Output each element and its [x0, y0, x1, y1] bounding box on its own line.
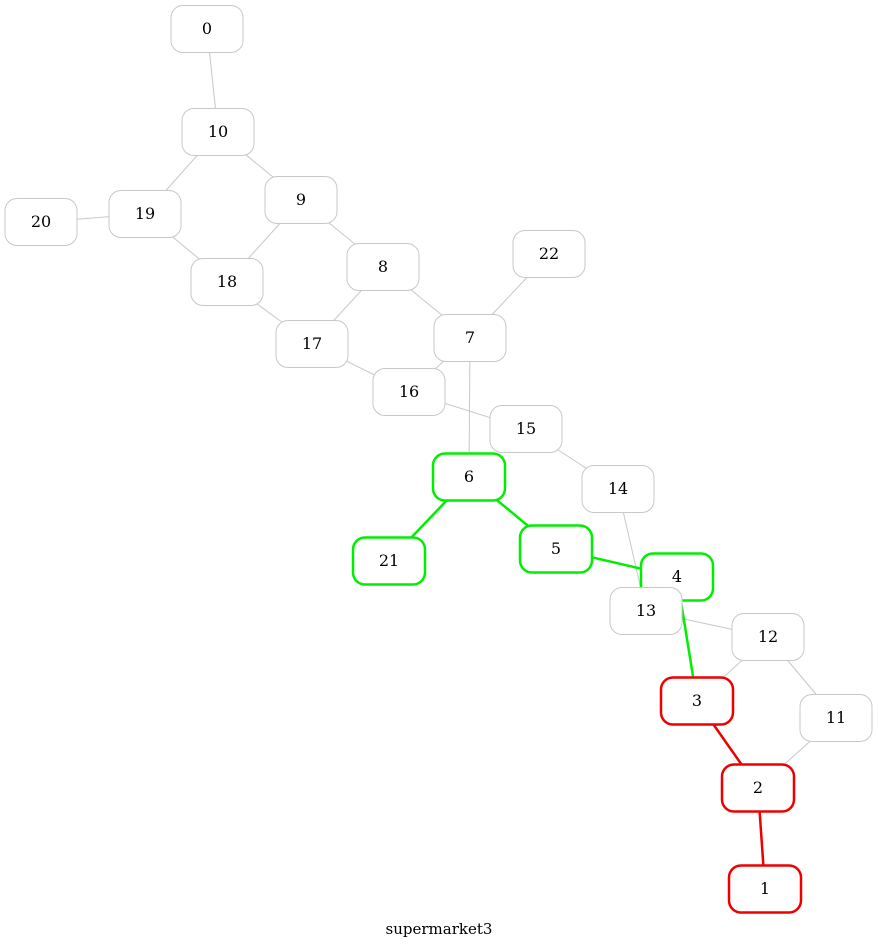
- node-label-18: 18: [217, 272, 237, 291]
- node-box-9: [264, 176, 338, 224]
- node-label-12: 12: [758, 627, 778, 646]
- node-box-3: [659, 676, 735, 726]
- node-15[interactable]: 15: [489, 405, 563, 453]
- node-label-0: 0: [202, 19, 212, 38]
- node-22[interactable]: 22: [512, 230, 586, 278]
- node-label-1: 1: [760, 879, 770, 898]
- node-14[interactable]: 14: [581, 465, 655, 513]
- node-1[interactable]: 1: [727, 864, 803, 914]
- node-2[interactable]: 2: [720, 763, 796, 813]
- node-label-7: 7: [465, 328, 475, 347]
- node-20[interactable]: 20: [4, 198, 78, 246]
- node-18[interactable]: 18: [190, 258, 264, 306]
- node-label-9: 9: [296, 190, 306, 209]
- node-box-16: [372, 368, 446, 416]
- node-box-17: [275, 320, 349, 368]
- node-box-18: [190, 258, 264, 306]
- node-10[interactable]: 10: [181, 108, 255, 156]
- node-6[interactable]: 6: [431, 452, 507, 502]
- node-label-5: 5: [551, 539, 561, 558]
- node-box-13: [609, 587, 683, 635]
- node-box-14: [581, 465, 655, 513]
- node-label-20: 20: [31, 212, 51, 231]
- node-box-12: [731, 613, 805, 661]
- graph-title: supermarket3: [386, 920, 493, 938]
- node-21[interactable]: 21: [351, 536, 427, 586]
- node-12[interactable]: 12: [731, 613, 805, 661]
- node-box-8: [346, 243, 420, 291]
- node-label-3: 3: [692, 691, 702, 710]
- node-label-17: 17: [302, 334, 322, 353]
- node-13[interactable]: 13: [609, 587, 683, 635]
- node-box-1: [727, 864, 803, 914]
- node-label-6: 6: [464, 467, 474, 486]
- node-label-14: 14: [608, 479, 628, 498]
- node-box-6: [431, 452, 507, 502]
- node-box-22: [512, 230, 586, 278]
- node-17[interactable]: 17: [275, 320, 349, 368]
- node-box-19: [108, 190, 182, 238]
- node-label-21: 21: [379, 551, 399, 570]
- node-box-7: [433, 314, 507, 362]
- node-8[interactable]: 8: [346, 243, 420, 291]
- node-box-11: [799, 694, 873, 742]
- node-label-22: 22: [539, 244, 559, 263]
- node-label-13: 13: [636, 601, 656, 620]
- node-box-10: [181, 108, 255, 156]
- node-16[interactable]: 16: [372, 368, 446, 416]
- node-label-15: 15: [516, 419, 536, 438]
- node-11[interactable]: 11: [799, 694, 873, 742]
- node-label-4: 4: [672, 567, 682, 586]
- node-label-19: 19: [135, 204, 155, 223]
- node-box-5: [518, 524, 594, 574]
- node-label-10: 10: [208, 122, 228, 141]
- node-box-20: [4, 198, 78, 246]
- node-19[interactable]: 19: [108, 190, 182, 238]
- node-box-15: [489, 405, 563, 453]
- node-label-16: 16: [399, 382, 419, 401]
- node-0[interactable]: 0: [170, 5, 244, 53]
- node-7[interactable]: 7: [433, 314, 507, 362]
- node-9[interactable]: 9: [264, 176, 338, 224]
- node-label-8: 8: [378, 257, 388, 276]
- node-box-2: [720, 763, 796, 813]
- node-box-0: [170, 5, 244, 53]
- node-box-21: [351, 536, 427, 586]
- node-3[interactable]: 3: [659, 676, 735, 726]
- node-5[interactable]: 5: [518, 524, 594, 574]
- node-label-11: 11: [826, 708, 846, 727]
- node-label-2: 2: [753, 778, 763, 797]
